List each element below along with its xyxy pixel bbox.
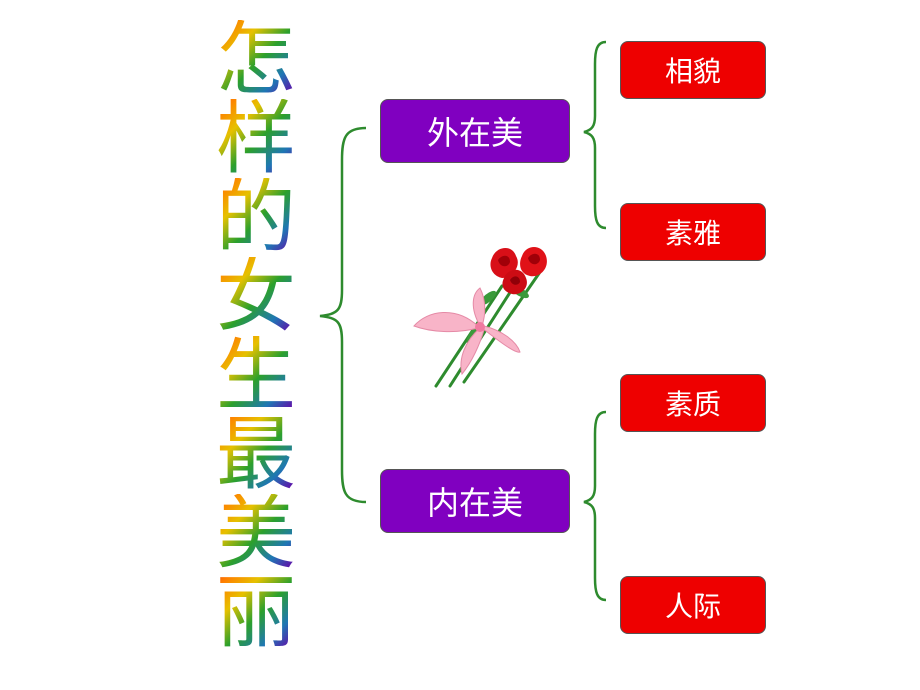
vertical-title: 怎 样 的 女 生 最 美 丽 xyxy=(196,20,316,653)
category-label: 内在美 xyxy=(426,484,523,522)
category-box-inner-beauty: 内在美 xyxy=(380,469,570,533)
item-label: 素质 xyxy=(664,388,721,421)
rose-bouquet-image xyxy=(413,247,547,388)
item-box-relationships: 人际 xyxy=(620,576,766,634)
item-label: 人际 xyxy=(664,590,721,623)
item-box-quality: 素质 xyxy=(620,374,766,432)
title-char: 女 xyxy=(196,257,316,337)
title-char: 样 xyxy=(196,99,316,179)
title-char: 怎 xyxy=(196,20,316,100)
item-box-elegance: 素雅 xyxy=(620,203,766,261)
lower-bracket xyxy=(583,410,607,602)
main-bracket xyxy=(319,126,367,504)
item-box-appearance: 相貌 xyxy=(620,41,766,99)
item-label: 相貌 xyxy=(664,55,721,88)
category-box-outer-beauty: 外在美 xyxy=(380,99,570,163)
title-char: 生 xyxy=(196,336,316,416)
title-char: 最 xyxy=(196,415,316,495)
category-label: 外在美 xyxy=(426,114,523,152)
title-char: 的 xyxy=(196,178,316,258)
title-char: 美 xyxy=(196,494,316,574)
item-label: 素雅 xyxy=(664,217,721,250)
upper-bracket xyxy=(583,40,607,230)
title-char: 丽 xyxy=(196,573,316,653)
